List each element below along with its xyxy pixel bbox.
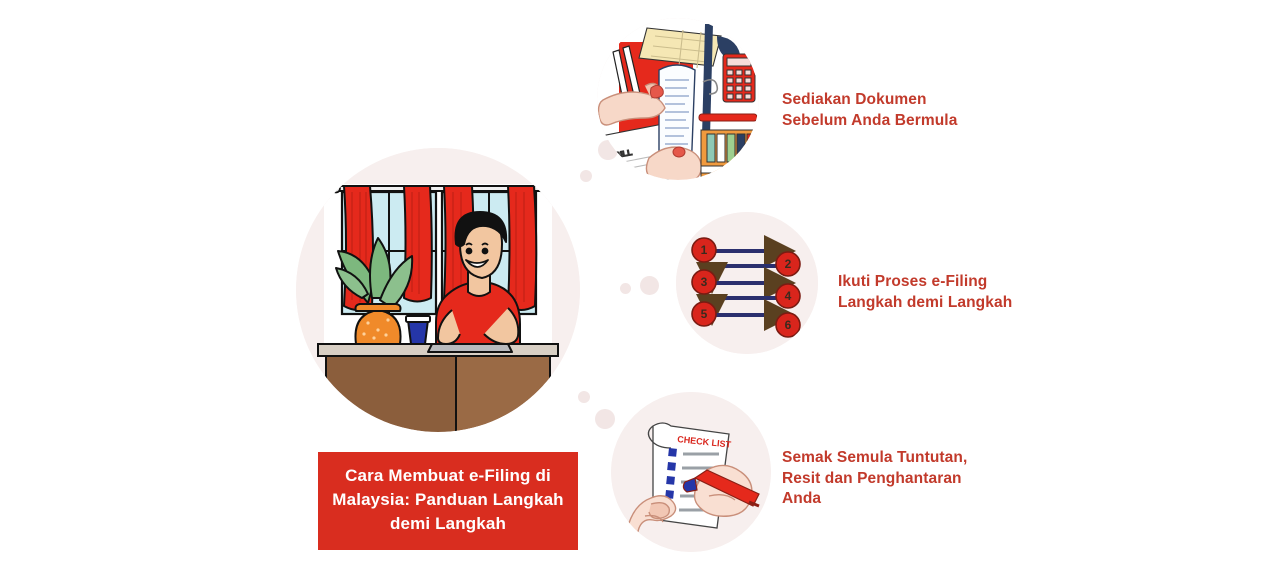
svg-text:1: 1 <box>701 243 708 257</box>
step-review-illustration-circle: CHECK LIST <box>611 392 771 552</box>
svg-text:4: 4 <box>785 289 792 303</box>
connector-dot-flow-large <box>640 276 659 295</box>
svg-text:2: 2 <box>785 257 792 271</box>
svg-text:6: 6 <box>785 318 792 332</box>
flow-nodes: 1 2 3 4 5 6 <box>691 237 801 338</box>
hero-illustration-circle <box>296 148 580 432</box>
flow-diagram-svg: 1 2 3 4 5 6 <box>676 212 818 354</box>
svg-text:5: 5 <box>701 307 708 321</box>
person <box>435 211 521 345</box>
connector-dot-docs-small <box>580 170 592 182</box>
page-title: Cara Membuat e-Filing di Malaysia: Pandu… <box>332 466 564 534</box>
connector-dot-flow-small <box>620 283 631 294</box>
step-process-label: Ikuti Proses e-Filing Langkah demi Langk… <box>838 273 1013 311</box>
hero-illustration-svg <box>296 148 580 432</box>
connector-dot-check-large <box>595 409 615 429</box>
checklist-illustration-svg: CHECK LIST <box>611 392 771 552</box>
step-documents-illustration-circle: BILL <box>597 18 759 180</box>
potted-plant <box>335 237 414 345</box>
main-title-box: Cara Membuat e-Filing di Malaysia: Pandu… <box>318 452 578 551</box>
connector-dot-check-small <box>578 391 590 403</box>
documents-illustration-svg: BILL <box>597 18 759 180</box>
desk <box>317 343 559 432</box>
step-review-label: Semak Semula Tuntutan, Resit dan Penghan… <box>782 449 968 508</box>
svg-text:3: 3 <box>701 275 708 289</box>
step-process-illustration-circle: 1 2 3 4 5 6 <box>676 212 818 354</box>
coffee-cup <box>405 315 431 345</box>
step-documents-label: Sediakan Dokumen Sebelum Anda Bermula <box>782 91 958 129</box>
